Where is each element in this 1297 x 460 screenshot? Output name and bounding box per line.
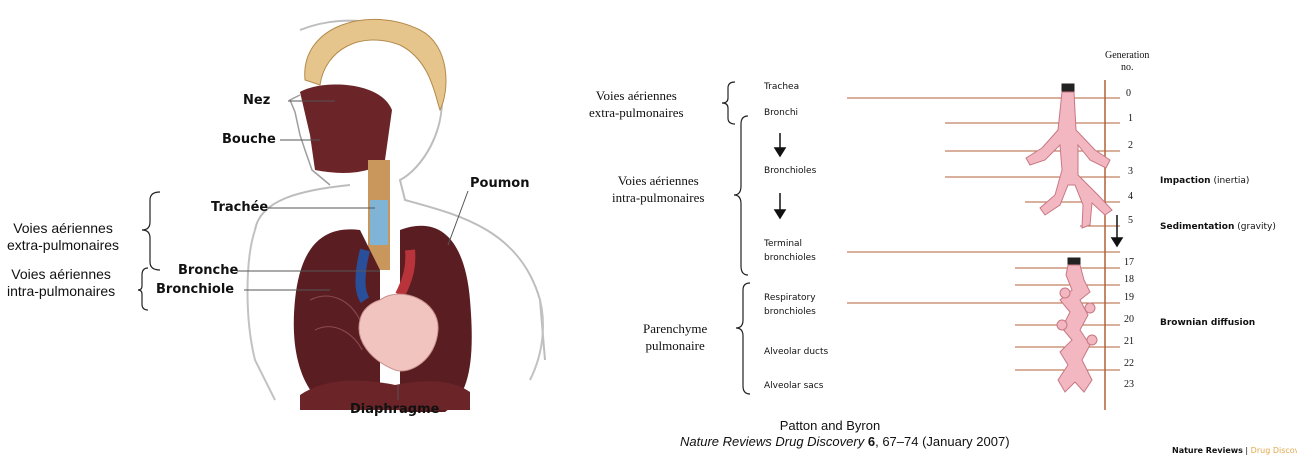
credit-journal: Drug Discovery [1251, 446, 1297, 455]
airway-tree-upper [1026, 84, 1112, 228]
credit-separator: | [1243, 446, 1251, 455]
group-intra-right: Voies aériennes intra-pulmonaires [612, 172, 704, 206]
generation-4: 4 [1128, 191, 1133, 202]
structure-terminal-line1: Terminal [764, 237, 816, 251]
structure-respiratory: Respiratory bronchioles [764, 291, 816, 319]
brace-parenchyma [736, 283, 750, 394]
group-intra-right-line2: intra-pulmonaires [612, 189, 704, 206]
generation-1: 1 [1128, 113, 1133, 124]
generation-18: 18 [1124, 274, 1134, 285]
structure-respiratory-line1: Respiratory [764, 291, 816, 305]
citation-pages-date: , 67–74 (January 2007) [875, 434, 1009, 449]
group-parenchyma: Parenchyme pulmonaire [643, 320, 707, 354]
generation-23: 23 [1124, 379, 1134, 390]
label-nose: Nez [243, 93, 270, 108]
generation-20: 20 [1124, 314, 1134, 325]
structure-terminal-line2: bronchioles [764, 251, 816, 265]
structure-respiratory-line2: bronchioles [764, 305, 816, 319]
group-extra-left-line1: Voies aériennes [7, 220, 119, 237]
generation-21: 21 [1124, 336, 1134, 347]
generation-17: 17 [1124, 257, 1134, 268]
group-extra-right-line1: Voies aériennes [589, 87, 684, 104]
credit: Nature Reviews | Drug Discovery [1172, 446, 1297, 455]
mechanism-impaction: Impaction (inertia) [1160, 176, 1249, 186]
generation-3: 3 [1128, 166, 1133, 177]
mechanism-brownian-name: Brownian diffusion [1160, 318, 1255, 328]
generation-5: 5 [1128, 215, 1133, 226]
structure-terminal: Terminal bronchioles [764, 237, 816, 265]
mechanism-impaction-name: Impaction [1160, 176, 1211, 186]
head-cavity [300, 85, 392, 173]
label-diaphragm: Diaphragme [350, 402, 439, 417]
structure-bronchi: Bronchi [764, 108, 798, 118]
label-bronchiole: Bronchiole [156, 282, 234, 297]
structure-alveolar-ducts: Alveolar ducts [764, 347, 828, 357]
mechanism-sedimentation-detail: (gravity) [1237, 222, 1276, 232]
citation-volume: 6 [868, 434, 875, 449]
generation-header-line1: Generation [1105, 50, 1149, 62]
generation-2: 2 [1128, 140, 1133, 151]
citation-reference: Nature Reviews Drug Discovery 6, 67–74 (… [680, 434, 980, 450]
structure-alveolar-sacs: Alveolar sacs [764, 381, 823, 391]
brace-extra-right [722, 82, 735, 124]
group-extra-right: Voies aériennes extra-pulmonaires [589, 87, 684, 121]
group-parenchyma-line2: pulmonaire [643, 337, 707, 354]
citation-authors: Patton and Byron [680, 418, 980, 434]
group-extra-right-line2: extra-pulmonaires [589, 104, 684, 121]
citation: Patton and Byron Nature Reviews Drug Dis… [680, 418, 980, 450]
label-bronchus: Bronche [178, 263, 238, 278]
generation-header: Generation no. [1105, 50, 1149, 74]
generation-19: 19 [1124, 292, 1134, 303]
group-intra-left-line2: intra-pulmonaires [7, 283, 115, 300]
citation-journal: Nature Reviews Drug Discovery [680, 434, 864, 449]
generation-0: 0 [1126, 88, 1131, 99]
structure-bronchioles: Bronchioles [764, 166, 816, 176]
group-intra-right-line1: Voies aériennes [612, 172, 704, 189]
mechanism-sedimentation-name: Sedimentation [1160, 222, 1234, 232]
group-intra-left-line1: Voies aériennes [7, 266, 115, 283]
mechanism-impaction-detail: (inertia) [1213, 176, 1249, 186]
label-lung: Poumon [470, 176, 529, 191]
brace-intra-right [734, 116, 748, 275]
generation-header-line2: no. [1105, 62, 1149, 74]
mechanism-brownian: Brownian diffusion [1160, 318, 1255, 328]
label-trachea: Trachée [211, 200, 268, 215]
group-extra-left-line2: extra-pulmonaires [7, 237, 119, 254]
structure-trachea: Trachea [764, 82, 799, 92]
brace-extra-left [142, 192, 160, 270]
mechanism-sedimentation: Sedimentation (gravity) [1160, 222, 1276, 232]
group-intra-left: Voies aériennes intra-pulmonaires [7, 266, 115, 300]
credit-brand: Nature Reviews [1172, 446, 1243, 455]
group-extra-left: Voies aériennes extra-pulmonaires [7, 220, 119, 254]
group-parenchyma-line1: Parenchyme [643, 320, 707, 337]
generation-22: 22 [1124, 358, 1134, 369]
label-mouth: Bouche [222, 132, 276, 147]
brace-intra-left [138, 268, 148, 310]
